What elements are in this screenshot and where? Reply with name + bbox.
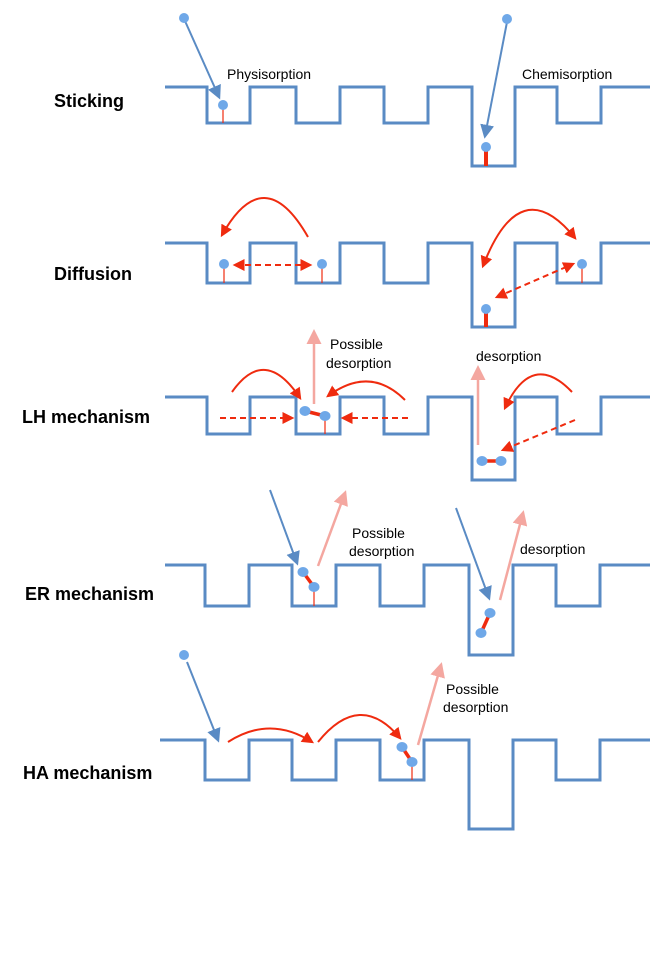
row-label-sticking: Sticking: [54, 91, 124, 111]
incoming-arrow: [186, 661, 221, 743]
hop-arrow: [317, 714, 402, 743]
adatom: [299, 406, 311, 416]
adatom: [317, 259, 327, 269]
row-ha-mechanism: HA mechanism Possible desorption: [23, 650, 650, 831]
adatom: [495, 456, 507, 466]
label-desorption: desorption: [476, 348, 541, 364]
gas-atom: [179, 13, 189, 23]
adatom: [396, 742, 408, 752]
label-possible: Possible: [352, 525, 405, 541]
label-desorption: desorption: [443, 699, 508, 715]
diffusion-arrow: [494, 262, 576, 299]
adatom: [481, 142, 491, 152]
hop-arrow: [326, 380, 406, 401]
diffusion-arrow: [500, 419, 576, 452]
row-diffusion: Diffusion: [54, 197, 650, 329]
adatom: [218, 100, 228, 110]
adatom: [476, 456, 488, 466]
adatom: [484, 608, 496, 618]
incoming-arrow: [480, 21, 508, 139]
row-label-er: ER mechanism: [25, 584, 154, 604]
row-label-lh: LH mechanism: [22, 407, 150, 427]
label-desorption: desorption: [326, 355, 391, 371]
surface-profile: [165, 563, 650, 657]
gas-atom: [179, 650, 189, 660]
adatom: [406, 757, 418, 767]
surface-profile: [165, 395, 650, 482]
incoming-arrow: [184, 20, 221, 100]
incoming-arrow: [269, 489, 300, 566]
label-possible: Possible: [446, 681, 499, 697]
row-lh-mechanism: LH mechanism Possible desorption desorpt…: [22, 329, 650, 482]
label-possible: Possible: [330, 336, 383, 352]
adatom: [297, 567, 309, 577]
hop-arrow: [480, 208, 577, 269]
surface-profile: [160, 738, 650, 831]
adatom: [475, 628, 487, 638]
desorption-arrow: [498, 510, 528, 601]
label-physisorption: Physisorption: [227, 66, 311, 82]
gas-atom: [502, 14, 512, 24]
adatom: [319, 411, 331, 421]
surface-profile: [165, 241, 650, 329]
desorption-arrow: [316, 490, 348, 567]
adatom: [219, 259, 229, 269]
incoming-arrow: [455, 507, 492, 601]
row-er-mechanism: ER mechanism Possible desorption desorpt…: [25, 489, 650, 657]
adatom: [577, 259, 587, 269]
row-label-ha: HA mechanism: [23, 763, 152, 783]
label-chemisorption: Chemisorption: [522, 66, 612, 82]
adatom: [308, 582, 320, 592]
hop-arrow: [227, 727, 315, 744]
desorption-arrow: [416, 662, 445, 746]
surface-profile: [165, 85, 650, 168]
row-label-diffusion: Diffusion: [54, 264, 132, 284]
adatom: [481, 304, 491, 314]
hop-arrow: [220, 197, 309, 238]
label-desorption: desorption: [520, 541, 585, 557]
hop-arrow: [503, 373, 573, 411]
row-sticking: Sticking Physisorption Chemisorption: [54, 13, 650, 168]
hop-arrow: [231, 368, 302, 401]
label-desorption: desorption: [349, 543, 414, 559]
